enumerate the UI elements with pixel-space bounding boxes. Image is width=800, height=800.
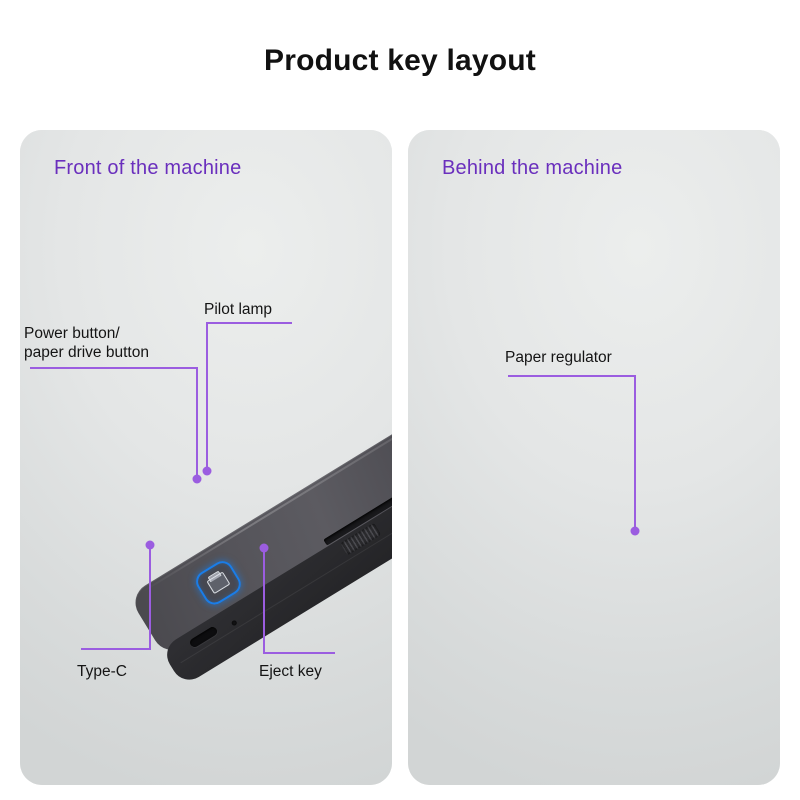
leader-line-type-c-horizontal xyxy=(81,648,151,650)
printer-glyph-icon xyxy=(206,571,231,595)
leader-line-power-button-horizontal xyxy=(30,367,198,369)
callout-dot-eject-key xyxy=(259,543,269,553)
callout-label-pilot-lamp: Pilot lamp xyxy=(204,301,273,318)
leader-line-paper-regulator-horizontal xyxy=(508,375,636,377)
leader-line-power-button-vertical xyxy=(196,367,198,479)
product-photo-rear xyxy=(408,130,780,785)
callout-label-type-c: Type-C xyxy=(77,663,127,680)
callout-dot-pilot-lamp xyxy=(202,466,212,476)
panel-title-behind: Behind the machine xyxy=(442,157,623,179)
panel-behind-of-machine: Behind the machine xyxy=(408,130,780,785)
callout-label-power-button: Power button/ paper drive button xyxy=(24,325,149,361)
callout-label-paper-regulator: Paper regulator xyxy=(505,349,612,366)
callout-label-eject-key: Eject key xyxy=(259,663,322,680)
callout-dot-paper-regulator xyxy=(630,526,640,536)
leader-line-pilot-lamp-horizontal xyxy=(206,322,292,324)
photo-backdrop xyxy=(408,130,780,785)
panel-title-front: Front of the machine xyxy=(54,157,242,179)
leader-line-eject-key-horizontal xyxy=(263,652,335,654)
leader-line-paper-regulator-vertical xyxy=(634,375,636,531)
leader-line-type-c-vertical xyxy=(149,545,151,650)
callout-dot-power-button xyxy=(192,474,202,484)
page-title: Product key layout xyxy=(263,44,536,77)
leader-line-eject-key-vertical xyxy=(263,548,265,654)
leader-line-pilot-lamp-vertical xyxy=(206,322,208,472)
callout-dot-type-c xyxy=(145,540,155,550)
